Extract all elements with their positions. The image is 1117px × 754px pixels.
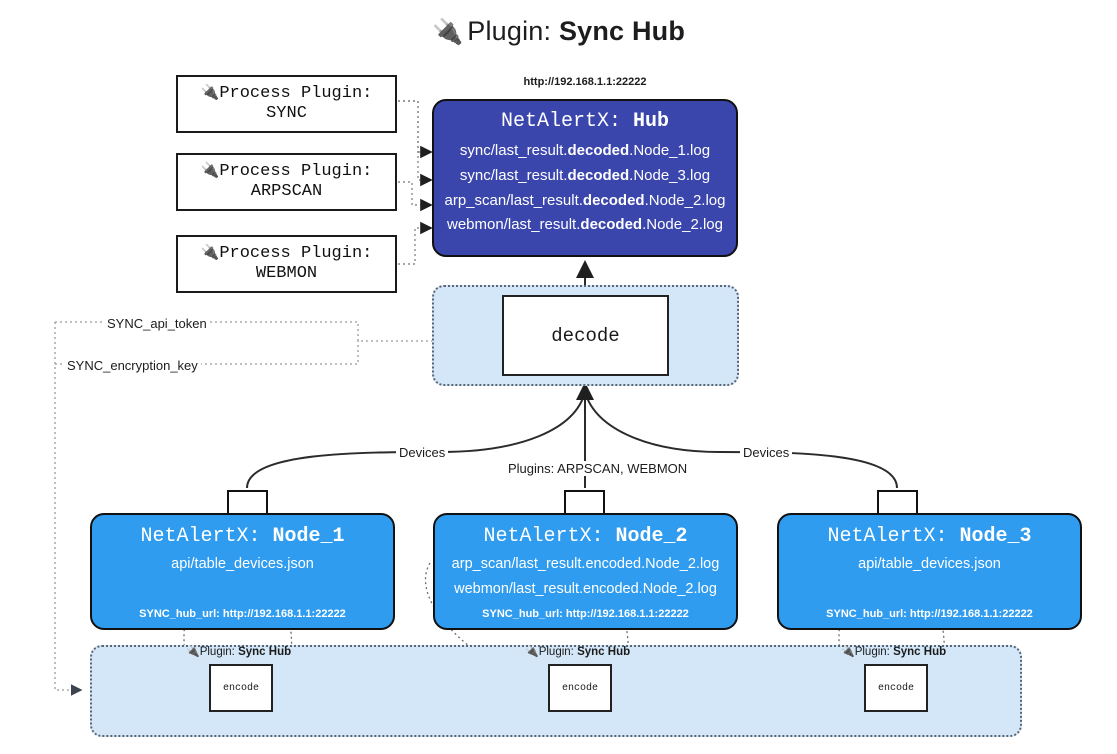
plug-icon: 🔌 [186,645,200,658]
hub-url: http://192.168.1.1:22222 [523,76,647,88]
decode-box[interactable]: decode [502,295,669,376]
label-devices-right: Devices [740,445,793,460]
label-sync-api-token: SYNC_api_token [104,316,210,331]
node-file-row: arp_scan/last_result.encoded.Node_2.log [451,556,720,572]
process-plugin-sync-name: SYNC [266,104,307,123]
process-plugin-arpscan-name: ARPSCAN [250,182,323,201]
label-devices-left: Devices [396,445,449,460]
process-plugin-arpscan[interactable]: 🔌Process Plugin: ARPSCAN [176,153,397,211]
page-title-value: Sync Hub [558,16,686,46]
hub-file-row: sync/last_result.decoded.Node_1.log [459,142,711,159]
process-plugin-sync-label: 🔌Process Plugin: [200,83,373,104]
process-plugin-sync[interactable]: 🔌Process Plugin: SYNC [176,75,397,133]
process-plugin-webmon-name: WEBMON [255,264,318,283]
page-title: 🔌Plugin: Sync Hub [0,16,1117,47]
encode-caption-node-3: 🔌Plugin: Sync Hub [841,645,947,658]
node-card-node-3[interactable]: NetAlertX: Node_3 api/table_devices.json… [777,513,1082,630]
hub-file-row: sync/last_result.decoded.Node_3.log [459,166,711,184]
encode-caption-node-1: 🔌Plugin: Sync Hub [186,645,292,658]
encode-box-node-3[interactable]: encode [864,664,928,712]
node-card-node-2[interactable]: NetAlertX: Node_2 arp_scan/last_result.e… [433,513,738,630]
process-plugin-webmon[interactable]: 🔌Process Plugin: WEBMON [176,235,397,293]
page-title-label: Plugin: [467,16,552,46]
node-card-node-1[interactable]: NetAlertX: Node_1 api/table_devices.json… [90,513,395,630]
node-title: NetAlertX: Node_1 [140,525,345,548]
node-file-row: api/table_devices.json [171,556,314,572]
plug-icon: 🔌 [431,18,464,46]
encode-box-node-1[interactable]: encode [209,664,273,712]
process-plugin-arpscan-label: 🔌Process Plugin: [200,161,373,182]
hub-title: NetAlertX: Hub [500,110,670,133]
label-sync-encryption-key: SYNC_encryption_key [64,358,201,373]
node-footer: SYNC_hub_url: http://192.168.1.1:22222 [826,608,1033,620]
hub-card[interactable]: NetAlertX: Hub sync/last_result.decoded.… [432,99,738,257]
node-title: NetAlertX: Node_3 [827,525,1032,548]
plug-icon: 🔌 [200,161,220,180]
node-file-row: api/table_devices.json [858,556,1001,572]
process-plugin-webmon-label: 🔌Process Plugin: [200,243,373,264]
encode-box-node-2[interactable]: encode [548,664,612,712]
hub-file-row: arp_scan/last_result.decoded.Node_2.log [444,191,726,209]
hub-file-row: webmon/last_result.decoded.Node_2.log [447,216,723,234]
node-footer: SYNC_hub_url: http://192.168.1.1:22222 [482,608,689,620]
plug-icon: 🔌 [200,243,220,262]
node-title: NetAlertX: Node_2 [483,525,688,548]
label-plugins: Plugins: ARPSCAN, WEBMON [505,461,691,476]
node-footer: SYNC_hub_url: http://192.168.1.1:22222 [139,608,346,620]
plug-icon: 🔌 [525,645,539,658]
plug-icon: 🔌 [841,645,855,658]
node-file-row: webmon/last_result.encoded.Node_2.log [454,581,717,598]
plug-icon: 🔌 [200,83,220,102]
encode-caption-node-2: 🔌Plugin: Sync Hub [525,645,631,658]
